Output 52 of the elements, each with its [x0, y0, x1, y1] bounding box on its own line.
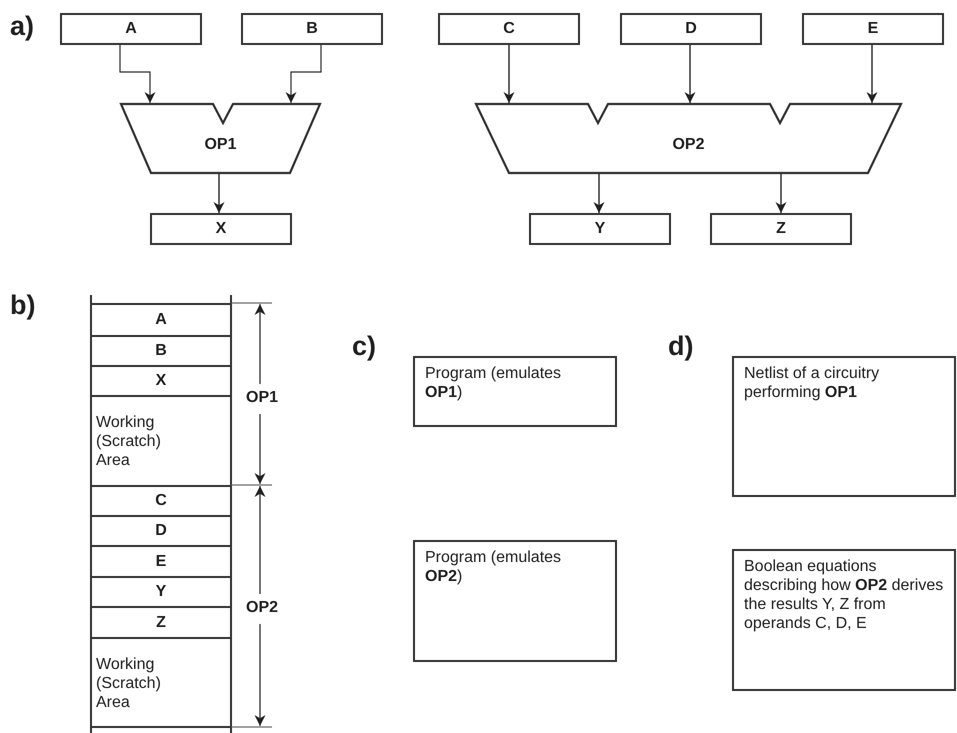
arrow — [776, 174, 786, 213]
description-text: Working (Scratch) Area — [96, 412, 162, 470]
register-box — [241, 13, 383, 45]
register-box — [802, 13, 944, 45]
register-label: Y — [594, 221, 606, 237]
description-text: Boolean equations describing how OP2 derives the results Y, Z from operands C, D, E — [744, 557, 944, 633]
register-label: OP1 — [204, 136, 236, 152]
register-label: Z — [156, 614, 166, 630]
register-label: X — [156, 373, 166, 389]
arrow — [684, 45, 696, 103]
register-label: B — [306, 21, 318, 37]
register-label: Z — [776, 221, 786, 237]
panel-label: b) — [10, 292, 36, 319]
register-label: X — [216, 221, 226, 237]
register-label: Y — [156, 584, 166, 600]
text-box — [413, 540, 617, 662]
panel-label: d) — [668, 333, 694, 360]
description-text: Program (emulates OP2) — [425, 548, 562, 586]
register-label: D — [155, 523, 167, 539]
register-label: D — [685, 21, 697, 37]
description-text: Program (emulates OP1) — [425, 364, 562, 402]
register-label: E — [156, 554, 166, 570]
text-box — [413, 356, 617, 427]
arrow — [866, 45, 878, 103]
register-label: B — [155, 343, 167, 359]
panel-label: a) — [10, 13, 34, 40]
register-box — [710, 213, 852, 245]
dimension-label: OP2 — [246, 600, 278, 616]
arrow — [286, 45, 322, 103]
operation-unit — [475, 103, 902, 174]
panel-label: c) — [352, 333, 376, 360]
register-box — [150, 213, 292, 245]
operation-unit — [120, 103, 321, 174]
register-label: C — [503, 21, 515, 37]
register-box — [60, 13, 202, 45]
description-text: Working (Scratch) Area — [96, 654, 162, 712]
register-box — [438, 13, 580, 45]
text-box — [732, 549, 956, 691]
register-box — [529, 213, 671, 245]
register-label: E — [868, 21, 878, 37]
register-label: A — [125, 21, 137, 37]
register-label: A — [155, 312, 167, 328]
register-label: OP2 — [672, 136, 704, 152]
arrow — [119, 45, 156, 103]
register-label: C — [155, 493, 167, 509]
arrow — [504, 45, 514, 103]
arrow — [594, 174, 604, 213]
text-box — [732, 356, 956, 497]
register-box — [620, 13, 762, 45]
dimension-label: OP1 — [246, 390, 278, 406]
arrow — [214, 174, 224, 213]
description-text: Netlist of a circuitry performing OP1 — [744, 364, 880, 402]
